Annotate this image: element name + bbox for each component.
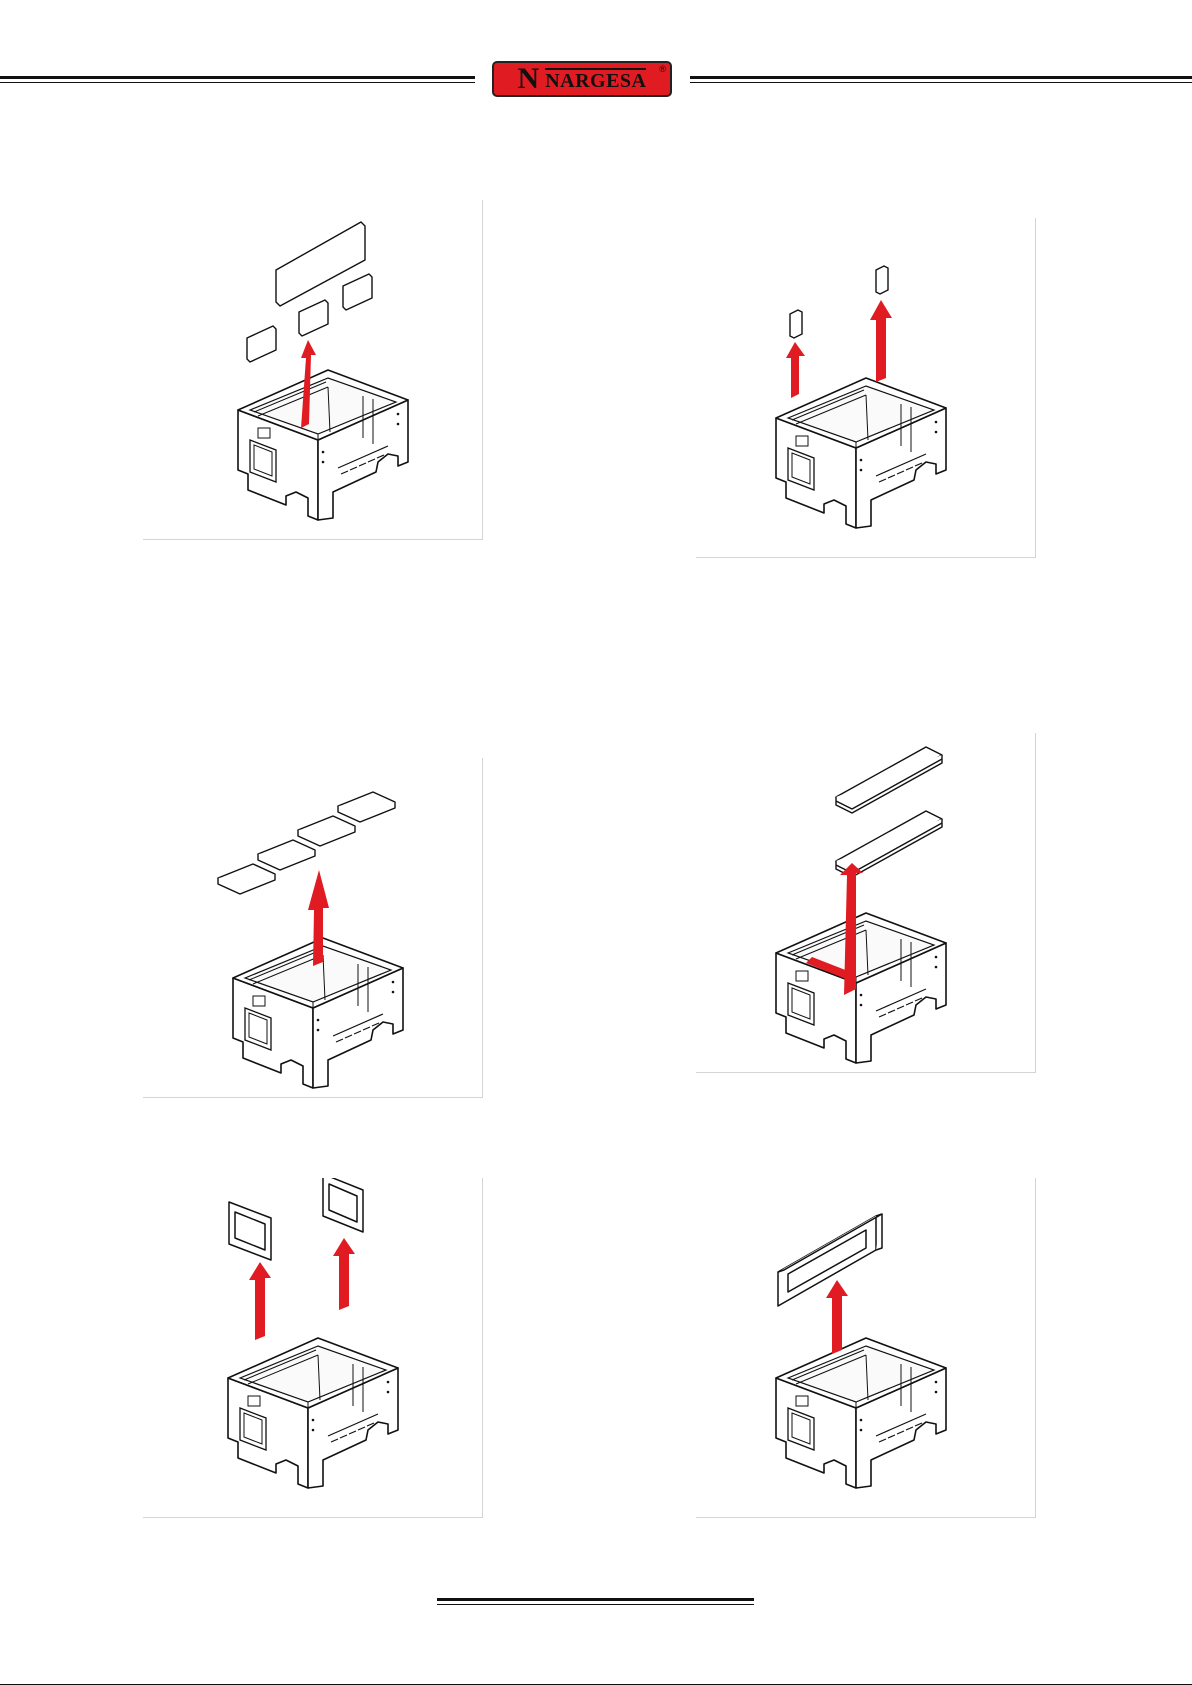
lift-long-plates-icon: [696, 733, 1036, 1073]
figure-step-1: [143, 200, 483, 540]
header-rule-right: [690, 76, 1192, 79]
figure-step-6: [696, 1178, 1036, 1518]
figure-border-bottom: [143, 1097, 483, 1098]
figure-border-right: [1035, 1178, 1036, 1518]
registered-mark: ®: [659, 64, 666, 74]
footer-rule: [437, 1598, 754, 1601]
lift-four-plates-icon: [143, 758, 483, 1098]
lift-corner-blocks-icon: [696, 218, 1036, 558]
lift-front-frame-icon: [696, 1178, 1036, 1518]
nargesa-logo: N NARGESA ®: [492, 61, 672, 97]
figure-step-3: [143, 758, 483, 1098]
figure-border-bottom: [696, 1517, 1036, 1518]
figure-step-2: [696, 218, 1036, 558]
figure-border-bottom: [143, 539, 483, 540]
logo-text: NARGESA: [545, 68, 646, 91]
figure-step-5: [143, 1178, 483, 1518]
lift-side-frames-icon: [143, 1178, 483, 1518]
figure-border-right: [1035, 218, 1036, 558]
footer-rule-thin: [437, 1604, 754, 1605]
logo-letter: N: [518, 64, 540, 94]
figure-step-4: [696, 733, 1036, 1073]
figure-border-right: [1035, 733, 1036, 1073]
header-rule-left: [0, 76, 475, 79]
figure-border-right: [482, 200, 483, 540]
lift-top-plates-icon: [143, 200, 483, 540]
header-rule-right-thin: [690, 82, 1192, 83]
figure-border-bottom: [143, 1517, 483, 1518]
figure-border-right: [482, 1178, 483, 1518]
header-rule-left-thin: [0, 82, 475, 83]
figure-border-right: [482, 758, 483, 1098]
figure-border-bottom: [696, 1072, 1036, 1073]
figure-border-bottom: [696, 557, 1036, 558]
